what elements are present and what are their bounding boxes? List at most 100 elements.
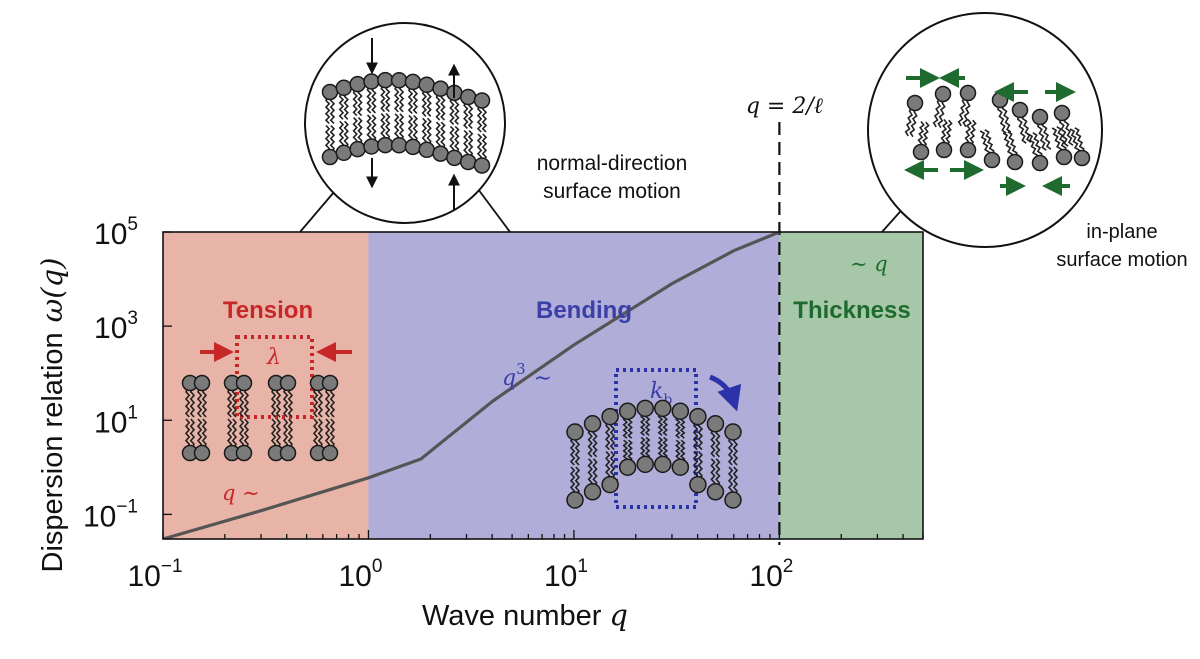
lipid-tail — [662, 436, 669, 460]
lipid-tail — [1056, 126, 1067, 152]
lipid-tail — [275, 418, 282, 449]
lipid-head — [235, 444, 253, 462]
lipid-tail — [1001, 104, 1012, 133]
x-tick-label: 102 — [749, 556, 793, 593]
tension-membrane-illustration: λ — [181, 335, 352, 462]
lipid-head — [390, 72, 408, 89]
lipid-tail — [275, 387, 282, 418]
tension-lipids — [181, 374, 339, 462]
lipid-tail — [476, 105, 483, 133]
lipid-tail — [184, 418, 191, 449]
lipid-head — [566, 491, 584, 509]
lipid-head — [935, 141, 953, 159]
lipid-head — [279, 374, 297, 392]
lipid-head — [991, 91, 1009, 109]
lipid-tail — [692, 421, 699, 451]
lipid-head — [363, 138, 380, 155]
lipid-tail — [657, 413, 664, 437]
normal-motion-bubble — [304, 22, 506, 224]
lipid-head — [235, 374, 253, 392]
lipid-tail — [1007, 131, 1018, 157]
lipid-tail — [710, 429, 716, 458]
lipid-tail — [675, 416, 681, 439]
lipid-tail — [574, 437, 581, 466]
lipid-tail — [1021, 114, 1032, 143]
lipid-tail — [964, 119, 972, 145]
x-tick-label: 100 — [338, 556, 382, 593]
lipid-tail — [922, 121, 930, 148]
normal-motion-callout: normal-direction surface motion — [299, 22, 688, 233]
lipid-tail — [189, 418, 196, 449]
lipid-tail — [917, 121, 925, 147]
lipid-tail — [384, 113, 391, 141]
y-tick-label: 103 — [94, 308, 138, 345]
lipid-tail — [679, 416, 686, 439]
lipid-head — [1055, 148, 1073, 166]
lipid-tail — [238, 387, 245, 418]
lipid-tail — [201, 387, 208, 418]
lipid-tail — [231, 418, 238, 449]
bending-lipids — [566, 399, 742, 509]
lipid-tail — [312, 418, 319, 449]
lipid-head — [1006, 153, 1024, 171]
lipid-tail — [481, 133, 488, 161]
lipid-head — [601, 407, 619, 426]
lipid-tail — [1063, 117, 1074, 146]
lipid-head — [934, 85, 952, 103]
lipid-tail — [715, 458, 721, 487]
lipid-tail — [454, 97, 460, 125]
lipid-tail — [421, 89, 428, 117]
lipid-tail — [1002, 132, 1013, 158]
lipid-head — [349, 140, 366, 158]
lipid-tail — [957, 97, 967, 127]
lipid-tail — [243, 387, 250, 418]
lipid-tail — [343, 120, 349, 148]
lipid-head — [418, 76, 435, 94]
lipid-head — [459, 88, 477, 106]
lipid-tail — [609, 451, 616, 480]
lipid-head — [459, 153, 477, 171]
normal-motion-text-line1: normal-direction — [537, 152, 688, 175]
tension-lambda-symbol: λ — [266, 345, 281, 370]
lipid-tail — [312, 387, 319, 418]
lipid-tail — [270, 418, 277, 449]
lipid-tail — [380, 113, 386, 141]
lipid-tail — [639, 413, 646, 437]
lipid-head — [601, 475, 619, 494]
bending-region-label: Bending — [536, 297, 632, 324]
lipid-tail — [338, 92, 345, 120]
inplane-motion-lipids — [904, 84, 1091, 172]
lipid-tail — [357, 117, 363, 145]
lipid-tail — [426, 89, 432, 117]
lipid-tail — [449, 97, 455, 125]
lipid-tail — [657, 436, 664, 460]
lipid-tail — [984, 129, 995, 155]
dispersion-curve — [163, 232, 785, 539]
lipid-tail — [732, 466, 739, 495]
lipid-tail — [329, 387, 336, 418]
lipid-tail — [435, 93, 441, 121]
lipid-tail — [727, 437, 734, 466]
lipid-tail — [727, 466, 734, 495]
lipid-tail — [605, 451, 611, 480]
lipid-tail — [587, 458, 593, 487]
lipid-head — [983, 151, 1001, 169]
y-axis-label: Dispersion relationω(q) — [35, 257, 69, 572]
y-tick-label: 101 — [94, 402, 138, 439]
lipid-tail — [226, 387, 233, 418]
lipid-tail — [662, 413, 669, 437]
callout-connector-left-b — [474, 184, 511, 233]
lipid-tail — [407, 86, 414, 114]
lipid-head — [321, 444, 339, 462]
lipid-tail — [393, 113, 400, 141]
bending-kb-symbol: kb — [650, 379, 672, 408]
lipid-head — [193, 444, 211, 462]
lipid-tail — [371, 114, 377, 142]
lipid-tail — [592, 429, 598, 458]
inplane-text-line1: in-plane — [1086, 221, 1157, 243]
lipid-tail — [627, 416, 633, 439]
lipid-tail — [317, 387, 324, 418]
lipid-head — [583, 415, 602, 433]
